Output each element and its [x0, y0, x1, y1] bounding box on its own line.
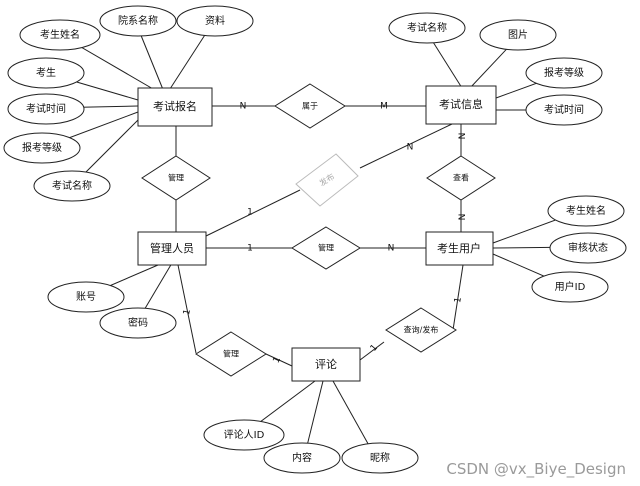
svg-text:考生姓名: 考生姓名 — [566, 204, 606, 217]
attr-reg-time[interactable]: 考试时间 — [7, 93, 85, 125]
card-user-n: N — [388, 244, 395, 254]
card-info-n: N — [456, 133, 466, 140]
svg-text:考试时间: 考试时间 — [26, 102, 66, 115]
card-comment-1a: 1 — [272, 355, 283, 364]
svg-text:内容: 内容 — [292, 451, 312, 464]
entity-candidate-user[interactable]: 考生用户 — [425, 231, 494, 266]
attr-comment-content[interactable]: 内容 — [263, 442, 341, 474]
attr-info-exam-name[interactable]: 考试名称 — [388, 12, 466, 44]
attr-info-level[interactable]: 报考等级 — [525, 57, 603, 89]
card-reg-n: N — [240, 102, 247, 112]
card-user-comment-1: 1 — [453, 296, 464, 303]
attr-reg-name[interactable]: 考生姓名 — [19, 19, 101, 51]
attr-user-name[interactable]: 考生姓名 — [547, 195, 625, 227]
entity-exam-registration[interactable]: 考试报名 — [137, 87, 213, 127]
svg-text:考试时间: 考试时间 — [544, 103, 584, 116]
entity-label: 考试信息 — [439, 97, 483, 111]
svg-text:图片: 图片 — [508, 28, 528, 41]
entity-comment[interactable]: 评论 — [291, 347, 361, 382]
watermark: CSDN @vx_Biye_Design — [446, 460, 626, 478]
svg-text:密码: 密码 — [128, 316, 148, 329]
entity-administrator[interactable]: 管理人员 — [137, 231, 207, 266]
entity-label: 评论 — [315, 357, 337, 371]
attr-user-status[interactable]: 审核状态 — [549, 232, 627, 264]
card-admin-1-user: 1 — [247, 244, 253, 254]
rel-manage-comment[interactable]: 管理 — [195, 331, 267, 377]
attr-admin-password[interactable]: 密码 — [99, 307, 177, 339]
card-admin-comment-1: 1 — [182, 308, 193, 316]
attr-admin-account[interactable]: 账号 — [47, 281, 125, 313]
attr-info-image[interactable]: 图片 — [479, 19, 557, 51]
rel-view-publish[interactable]: 查询/发布 — [385, 307, 457, 353]
card-user-view-n: N — [456, 214, 466, 221]
svg-text:用户ID: 用户ID — [555, 280, 586, 293]
svg-text:考试名称: 考试名称 — [52, 179, 92, 192]
svg-text:报考等级: 报考等级 — [22, 141, 62, 154]
svg-text:昵称: 昵称 — [370, 451, 390, 464]
svg-text:考生姓名: 考生姓名 — [40, 28, 80, 41]
rel-belongs-to[interactable]: 属于 — [274, 83, 346, 129]
svg-text:属于: 属于 — [302, 102, 318, 111]
svg-text:资料: 资料 — [205, 14, 225, 27]
attr-reg-material[interactable]: 资料 — [176, 5, 254, 37]
attr-info-time[interactable]: 考试时间 — [525, 94, 603, 126]
attr-reg-level[interactable]: 报考等级 — [3, 132, 81, 164]
entity-label: 管理人员 — [150, 241, 194, 255]
cardinalities: N M N 1 N N 1 N 1 1 1 1 — [182, 102, 465, 365]
rel-manage-user[interactable]: 管理 — [291, 226, 361, 270]
entity-label: 考试报名 — [153, 99, 197, 113]
svg-text:管理: 管理 — [318, 243, 334, 253]
card-comment-1b: 1 — [369, 343, 380, 354]
svg-text:考生: 考生 — [36, 66, 56, 79]
rel-publish-info[interactable]: 发布 — [295, 153, 359, 207]
attr-reg-department[interactable]: 院系名称 — [99, 5, 177, 37]
attr-comment-nickname[interactable]: 昵称 — [341, 442, 419, 474]
svg-text:查看: 查看 — [453, 173, 469, 183]
svg-text:账号: 账号 — [76, 291, 96, 303]
attr-reg-exam-name[interactable]: 考试名称 — [33, 170, 111, 202]
card-info-view-n: N — [407, 143, 414, 153]
svg-text:审核状态: 审核状态 — [568, 241, 608, 254]
entity-exam-info[interactable]: 考试信息 — [425, 85, 497, 125]
rel-manage-registration[interactable]: 管理 — [141, 155, 211, 201]
card-info-m: M — [380, 102, 388, 112]
attr-user-id[interactable]: 用户ID — [531, 271, 609, 303]
svg-text:考试名称: 考试名称 — [407, 21, 447, 34]
attr-comment-commenter-id[interactable]: 评论人ID — [203, 419, 285, 451]
svg-text:报考等级: 报考等级 — [544, 66, 584, 79]
entity-label: 考生用户 — [437, 241, 481, 255]
svg-text:管理: 管理 — [168, 173, 184, 183]
svg-text:管理: 管理 — [223, 349, 239, 359]
card-admin-1-publish: 1 — [247, 208, 253, 218]
rel-view[interactable]: 查看 — [426, 155, 496, 201]
svg-text:院系名称: 院系名称 — [118, 14, 158, 27]
attr-reg-candidate[interactable]: 考生 — [7, 57, 85, 89]
svg-text:评论人ID: 评论人ID — [224, 428, 265, 441]
svg-text:查询/发布: 查询/发布 — [404, 325, 439, 335]
